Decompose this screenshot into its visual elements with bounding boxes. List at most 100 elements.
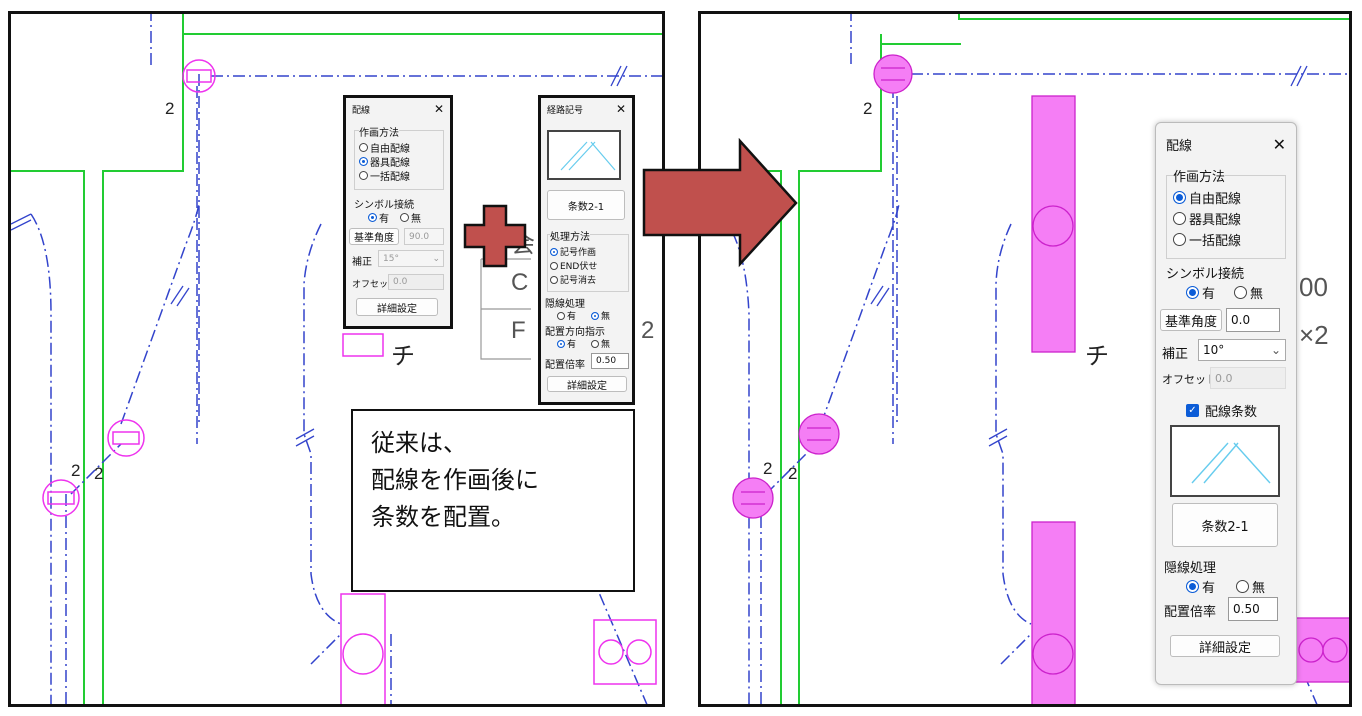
- radio-symbol-yes[interactable]: 有: [368, 210, 389, 225]
- radio-hidden-yes[interactable]: 有: [557, 309, 576, 322]
- wire-count-label: 2: [863, 99, 873, 118]
- note-line: 配線を作画後に: [371, 466, 539, 494]
- wire-count-label: 2: [165, 99, 175, 118]
- wire-count-label: 2: [94, 464, 104, 483]
- drawing-text-x2: ×2: [1299, 320, 1329, 350]
- radio-label: 器具配線: [370, 158, 410, 169]
- correction-value: 10°: [1203, 343, 1225, 357]
- radio-direction-yes[interactable]: 有: [557, 337, 576, 350]
- offset-label: オフセット: [352, 280, 398, 290]
- close-icon[interactable]: ✕: [433, 102, 444, 116]
- detail-settings-button[interactable]: 詳細設定: [547, 376, 627, 392]
- base-angle-button[interactable]: 基準角度: [349, 228, 399, 245]
- radio-label: 記号消去: [560, 276, 597, 286]
- radio-label: 無: [411, 214, 421, 225]
- radio-free-wiring[interactable]: 自由配線: [359, 140, 410, 155]
- radio-indicator: [550, 247, 558, 256]
- correction-label: 補正: [352, 257, 372, 268]
- drawing-text-char: チ: [391, 343, 415, 370]
- hidden-line-label: 隠線処理: [545, 299, 585, 310]
- correction-select[interactable]: 10° ⌄: [1198, 339, 1286, 361]
- detail-settings-button[interactable]: 詳細設定: [1170, 635, 1280, 657]
- radio-indicator: [550, 261, 558, 270]
- chevron-down-icon: ⌄: [432, 253, 440, 264]
- symbol-connect-label: シンボル接続: [1166, 267, 1245, 282]
- dialog-title: 配線: [352, 105, 371, 116]
- radio-symbol-no[interactable]: 無: [400, 210, 421, 225]
- radio-indicator: [359, 157, 368, 166]
- wire-count-button[interactable]: 条数2-1: [1172, 503, 1278, 547]
- radio-indicator: [1173, 191, 1186, 204]
- correction-select[interactable]: 15° ⌄: [378, 250, 444, 267]
- radio-direction-no[interactable]: 無: [591, 337, 610, 350]
- base-angle-field[interactable]: 90.0: [404, 228, 444, 245]
- radio-indicator: [400, 213, 409, 222]
- radio-free-wiring[interactable]: 自由配線: [1173, 188, 1241, 207]
- cad-drawing-left: [11, 14, 662, 704]
- close-icon[interactable]: ✕: [615, 102, 626, 116]
- radio-indicator: [591, 311, 599, 320]
- radio-indicator: [359, 171, 368, 180]
- wire-count-checkbox[interactable]: ✓ 配線条数: [1186, 401, 1257, 420]
- wiring-dialog: 配線 ✕ 作画方法 自由配線 器具配線 一括配線 シンボル接続 有 無 基準角度…: [343, 95, 453, 329]
- offset-field[interactable]: 0.0: [388, 274, 444, 290]
- radio-label: 自由配線: [1189, 192, 1242, 207]
- scale-field[interactable]: 0.50: [591, 353, 629, 369]
- symbol-preview: [547, 130, 621, 180]
- radio-label: 無: [1252, 581, 1266, 596]
- offset-label: オフセット: [1162, 373, 1217, 386]
- radio-indicator: [368, 213, 377, 222]
- wiring-dialog: 配線 ✕ 作画方法 自由配線 器具配線 一括配線 シンボル接続 有 無 基準角度…: [1155, 122, 1297, 685]
- wire-count-label: 2: [71, 461, 81, 480]
- radio-symbol-yes[interactable]: 有: [1186, 283, 1215, 302]
- explanation-note: 従来は、 配線を作画後に 条数を配置。: [351, 409, 635, 592]
- radio-hidden-no[interactable]: 無: [1236, 577, 1265, 596]
- dialog-title: 配線: [1166, 139, 1193, 154]
- radio-label: 無: [601, 340, 611, 350]
- radio-label: 無: [601, 312, 611, 322]
- close-icon[interactable]: ✕: [1272, 135, 1286, 154]
- radio-batch-wiring[interactable]: 一括配線: [1173, 230, 1241, 249]
- route-symbol-dialog: 経路記号 ✕ 条数2-1 処理方法 記号作画 END伏せ 記号消去 隠線処理 有…: [538, 95, 635, 405]
- base-angle-button[interactable]: 基準角度: [1160, 309, 1222, 331]
- process-group-label: 処理方法: [550, 228, 590, 243]
- radio-indicator: [557, 311, 565, 320]
- radio-label: 記号作画: [560, 248, 597, 258]
- radio-symbol-no[interactable]: 無: [1234, 283, 1263, 302]
- radio-label: 有: [567, 340, 577, 350]
- base-angle-field[interactable]: 0.0: [1226, 308, 1280, 332]
- wire-count-button[interactable]: 条数2-1: [547, 190, 625, 220]
- radio-indicator: [1173, 233, 1186, 246]
- radio-symbol-erase[interactable]: 記号消去: [550, 273, 596, 286]
- chevron-down-icon: ⌄: [1270, 343, 1281, 357]
- radio-fixture-wiring[interactable]: 器具配線: [359, 154, 410, 169]
- scale-label: 配置倍率: [1164, 605, 1217, 620]
- wire-count-label: 2: [763, 459, 773, 478]
- radio-label: 自由配線: [370, 144, 410, 155]
- detail-settings-button[interactable]: 詳細設定: [356, 298, 438, 316]
- scale-field[interactable]: 0.50: [1228, 597, 1278, 621]
- radio-end-hide[interactable]: END伏せ: [550, 259, 597, 272]
- radio-batch-wiring[interactable]: 一括配線: [359, 168, 410, 183]
- hidden-line-label: 隠線処理: [1164, 561, 1217, 576]
- radio-hidden-no[interactable]: 無: [591, 309, 610, 322]
- symbol-preview: [1170, 425, 1280, 497]
- plus-icon: [463, 204, 527, 268]
- scale-label: 配置倍率: [545, 360, 585, 371]
- drawing-text-f: F: [511, 317, 526, 344]
- offset-field[interactable]: 0.0: [1210, 367, 1286, 389]
- radio-fixture-wiring[interactable]: 器具配線: [1173, 209, 1241, 228]
- right-screenshot-panel: 2 2 2 チ 00 ×2 配線 ✕ 作画方法 自由配線 器具配線 一括配線 シ…: [698, 11, 1352, 707]
- wire-count-symbol-icon: [1191, 442, 1271, 484]
- radio-indicator: [591, 339, 599, 348]
- drawing-text-char: チ: [1085, 343, 1109, 370]
- radio-hidden-yes[interactable]: 有: [1186, 577, 1215, 596]
- radio-label: 無: [1250, 287, 1264, 302]
- radio-indicator: [1234, 286, 1247, 299]
- placement-direction-label: 配置方向指示: [545, 327, 605, 338]
- radio-label: 器具配線: [1189, 213, 1242, 228]
- correction-value: 15°: [383, 253, 399, 264]
- radio-symbol-draw[interactable]: 記号作画: [550, 245, 596, 258]
- left-screenshot-panel: 2 2 2 チ C F 2 会 配線 ✕ 作画方法 自由配線 器具配線 一括配線…: [8, 11, 665, 707]
- method-group: 作画方法 自由配線 器具配線 一括配線: [354, 124, 444, 190]
